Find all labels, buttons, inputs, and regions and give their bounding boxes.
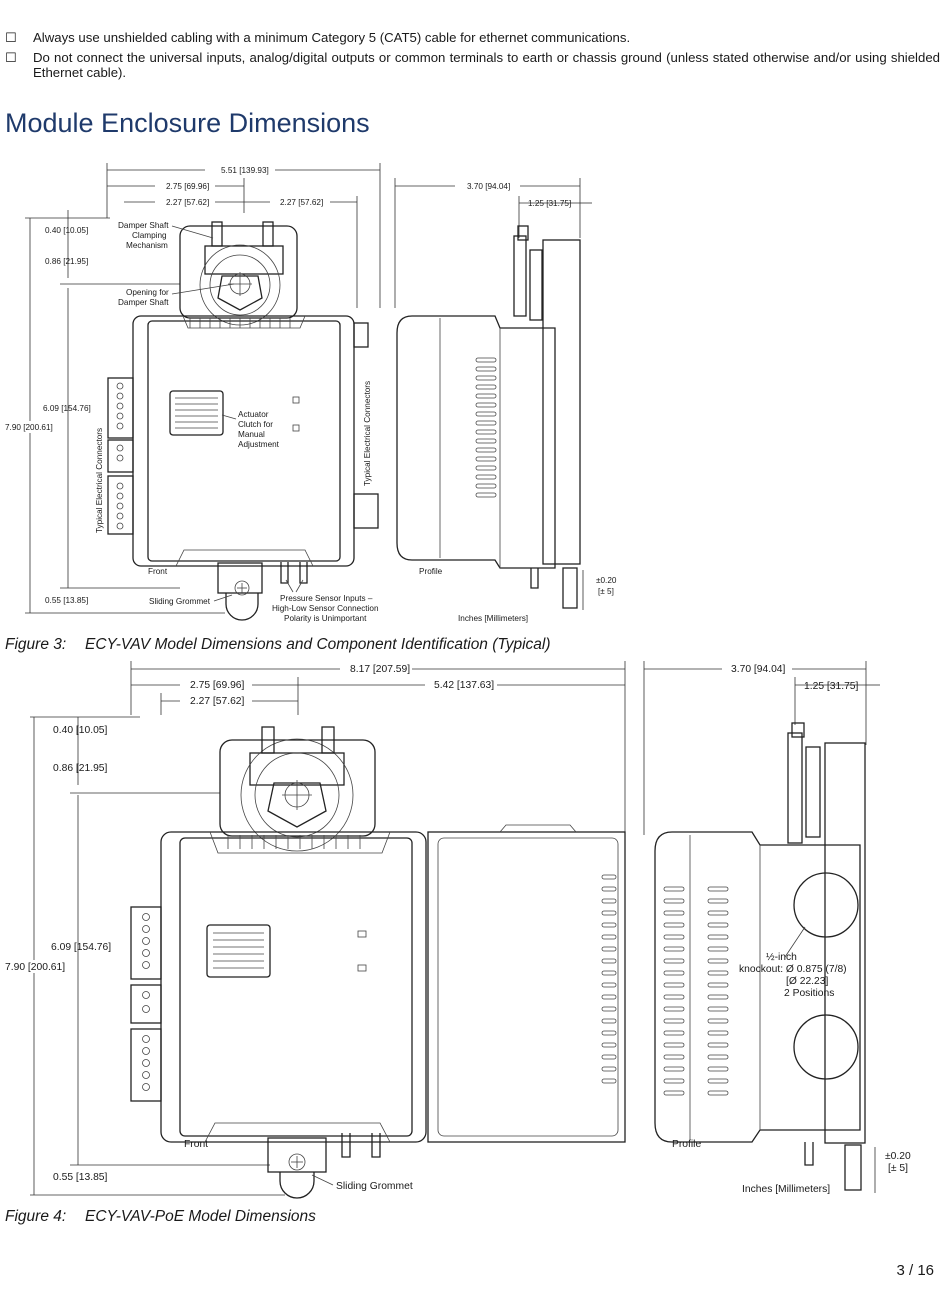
fig3-label-connectors-right: Typical Electrical Connectors <box>363 381 372 486</box>
checkbox-icon: ☐ <box>5 50 17 65</box>
fig4-dim-left: 2.75 [69.96] <box>190 680 245 691</box>
figure3-caption-text: ECY-VAV Model Dimensions and Component I… <box>85 636 551 653</box>
fig4-dim-profile: 3.70 [94.04] <box>731 664 786 675</box>
fig3-label-damper-2: Clamping <box>132 231 167 240</box>
fig4-label-knockout-3: [Ø 22.23] <box>786 976 828 987</box>
knockout-lower-icon <box>793 1014 859 1080</box>
figure4-drawing: 8.17 [207.59] 2.75 [69.96] 5.42 [137.63]… <box>4 661 911 1199</box>
fig3-dim-profile-right: 1.25 [31.75] <box>528 199 571 208</box>
fig3-label-grommet: Sliding Grommet <box>149 597 211 606</box>
fig4-dim-bottom: 0.55 [13.85] <box>53 1172 108 1183</box>
figure4-caption: Figure 4: ECY-VAV-PoE Model Dimensions <box>5 1208 316 1226</box>
fig4-dim-right: 5.42 [137.63] <box>434 680 494 691</box>
figure3-drawing: 5.51 [139.93] 2.75 [69.96] 2.27 [57.62] … <box>4 163 617 623</box>
fig3-label-actuator-3: Manual <box>238 430 265 439</box>
fig4-label-profile: Profile <box>672 1139 701 1150</box>
fig3-label-damper-1: Damper Shaft <box>118 221 169 230</box>
fig3-dim-body: 6.09 [154.76] <box>43 404 91 413</box>
fig3-label-front: Front <box>148 567 168 576</box>
fig3-label-damper-3: Mechanism <box>126 241 168 250</box>
fig4-dim-clamp: 0.86 [21.95] <box>53 763 108 774</box>
bullet-text: Always use unshielded cabling with a min… <box>33 30 631 45</box>
fig3-dim-total: 7.90 [200.61] <box>5 423 53 432</box>
page-number: 3 / 16 <box>896 1262 934 1279</box>
section-heading: Module Enclosure Dimensions <box>5 108 370 138</box>
figure3-caption: Figure 3: ECY-VAV Model Dimensions and Co… <box>5 636 551 654</box>
fig3-dim-top: 0.40 [10.05] <box>45 226 88 235</box>
fig3-dim-shaft-left: 2.27 [57.62] <box>166 198 209 207</box>
fig3-label-actuator-1: Actuator <box>238 410 269 419</box>
fig3-label-actuator-4: Adjustment <box>238 440 280 449</box>
checkbox-icon: ☐ <box>5 30 17 45</box>
knockout-upper-icon <box>793 872 859 938</box>
fig4-dim-tolerance: ±0.20 <box>885 1151 911 1162</box>
fig3-dim-overall: 5.51 [139.93] <box>221 166 269 175</box>
fig4-label-knockout-1: ½-inch <box>766 952 797 963</box>
figure3-caption-number: Figure 3: <box>5 636 67 653</box>
fig4-dim-shaft: 2.27 [57.62] <box>190 696 245 707</box>
fig3-label-pressure-3: Polarity is Unimportant <box>284 614 367 623</box>
fig3-label-units: Inches [Millimeters] <box>458 614 528 623</box>
fig3-dim-shaft-right: 2.27 [57.62] <box>280 198 323 207</box>
fig4-label-front: Front <box>184 1139 208 1150</box>
bullet-text: Do not connect the universal inputs, ana… <box>33 50 940 80</box>
fig4-dim-overall: 8.17 [207.59] <box>350 664 410 675</box>
fig3-dim-tolerance: ±0.20 <box>596 576 617 585</box>
fig4-label-knockout-4: 2 Positions <box>784 988 834 999</box>
fig4-label-units: Inches [Millimeters] <box>742 1184 830 1195</box>
fig3-label-profile: Profile <box>419 567 443 576</box>
fig3-label-actuator-2: Clutch for <box>238 420 273 429</box>
fig3-label-opening-2: Damper Shaft <box>118 298 169 307</box>
fig3-label-connectors-left: Typical Electrical Connectors <box>95 428 104 533</box>
fig3-dim-clamp: 0.86 [21.95] <box>45 257 88 266</box>
figure4-caption-text: ECY-VAV-PoE Model Dimensions <box>85 1208 316 1225</box>
fig4-dim-profile-right: 1.25 [31.75] <box>804 681 859 692</box>
fig3-dim-tolerance-mm: [± 5] <box>598 587 614 596</box>
fig3-label-pressure-2: High-Low Sensor Connection <box>272 604 379 613</box>
fig4-dim-top: 0.40 [10.05] <box>53 725 108 736</box>
fig3-dim-bottom: 0.55 [13.85] <box>45 596 88 605</box>
fig4-label-knockout-2: knockout: Ø 0.875 (7/8) <box>739 964 847 975</box>
fig4-dim-tolerance-mm: [± 5] <box>888 1163 908 1174</box>
fig3-dim-left: 2.75 [69.96] <box>166 182 209 191</box>
figure4-caption-number: Figure 4: <box>5 1208 67 1225</box>
fig3-label-pressure-1: Pressure Sensor Inputs – <box>280 594 373 603</box>
fig4-dim-total: 7.90 [200.61] <box>5 962 65 973</box>
fig4-label-grommet: Sliding Grommet <box>336 1181 413 1192</box>
fig3-dim-profile: 3.70 [94.04] <box>467 182 510 191</box>
fig4-dim-body: 6.09 [154.76] <box>51 942 111 953</box>
fig3-label-opening-1: Opening for <box>126 288 169 297</box>
